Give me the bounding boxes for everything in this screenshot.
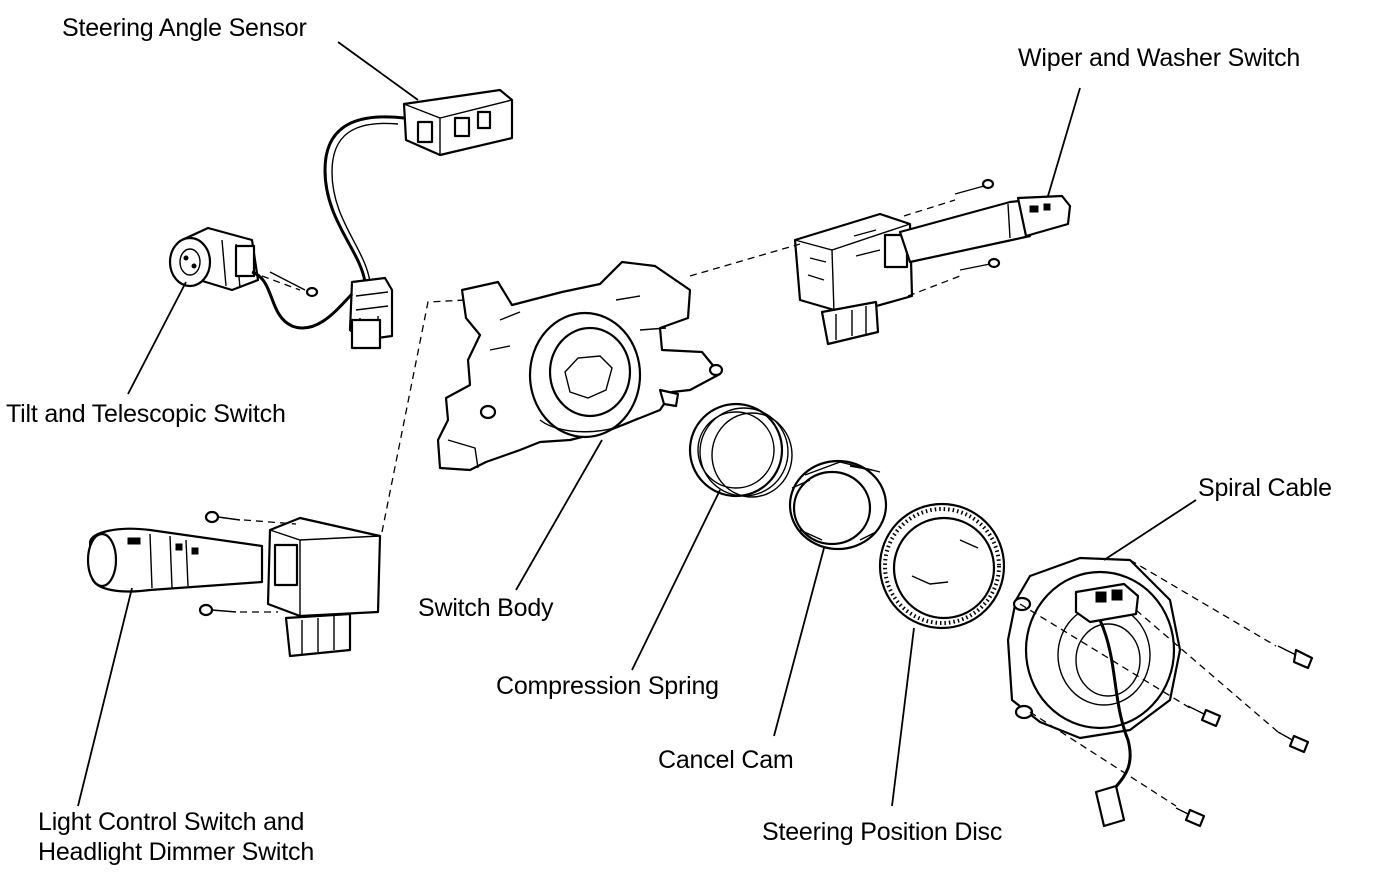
compression-spring <box>688 402 793 498</box>
leader-lines <box>77 41 1197 807</box>
leader-switch-body <box>515 439 603 591</box>
assembly-lines <box>240 199 1279 807</box>
label-steering-angle-sensor: Steering Angle Sensor <box>62 14 307 42</box>
leader-spiral-cable <box>1103 499 1197 561</box>
spiral-cable <box>1006 556 1314 828</box>
cancel-cam <box>788 459 888 551</box>
label-light-control-switch-line1: Light Control Switch and <box>38 808 305 836</box>
leader-cancel-cam <box>773 547 825 737</box>
leader-wiper-washer-switch <box>1047 87 1081 197</box>
switch-body <box>436 260 724 472</box>
steering-position-disc <box>878 502 1006 630</box>
label-wiper-washer-switch: Wiper and Washer Switch <box>1018 44 1301 72</box>
wiper-washer-switch <box>793 178 1072 346</box>
label-spiral-cable: Spiral Cable <box>1198 474 1332 502</box>
light-control-switch <box>86 510 382 658</box>
leader-steering-angle-sensor <box>337 41 419 101</box>
label-light-control-switch-line2: Headlight Dimmer Switch <box>38 838 315 866</box>
leader-steering-position-disc <box>891 627 915 807</box>
label-tilt-telescopic-switch: Tilt and Telescopic Switch <box>6 400 286 428</box>
leader-tilt-telescopic-switch <box>127 281 187 395</box>
steering-angle-sensor <box>323 88 514 350</box>
tilt-telescopic-switch <box>168 226 354 330</box>
label-cancel-cam: Cancel Cam <box>658 746 794 774</box>
label-switch-body: Switch Body <box>418 594 554 622</box>
leader-light-control-switch <box>77 587 133 807</box>
label-compression-spring: Compression Spring <box>496 672 719 700</box>
leader-compression-spring <box>631 489 721 671</box>
label-steering-position-disc: Steering Position Disc <box>762 818 1003 846</box>
